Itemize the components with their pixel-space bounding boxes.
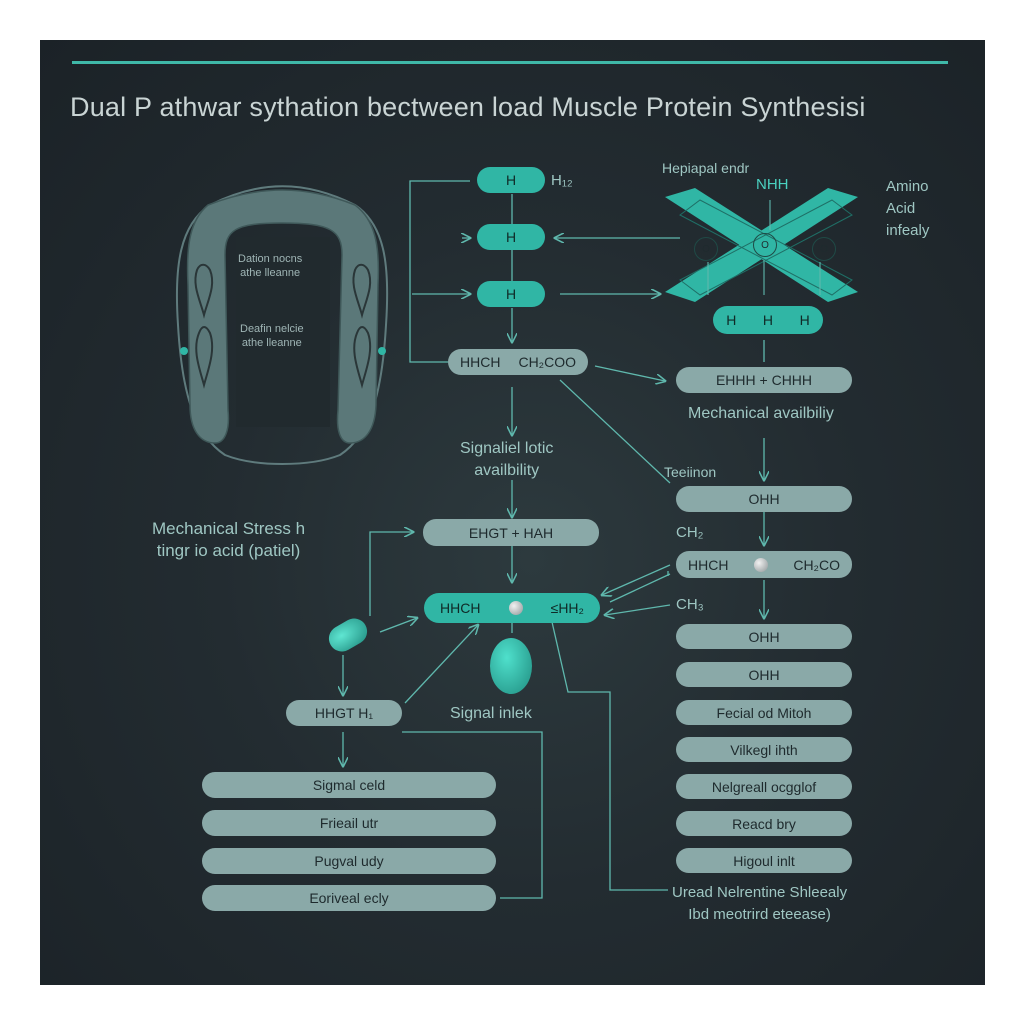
right-item-5: Nelgreall ocgglof [676,774,852,799]
amino-o-center: O [753,233,777,257]
node-hhch-top-left: HHCH [460,354,501,370]
right-item-6: Reacd bry [676,811,852,836]
right-item-2: OHH [676,662,852,687]
wire-ch-to-hhch [609,573,671,603]
wire-hhch-ohh [559,379,671,484]
wire-hhgt-hhch [404,625,478,704]
left-item-3: Pugval udy [202,848,496,874]
node-hhch-right-dot [753,557,768,572]
wire-hhch-right [602,564,671,595]
wire-right-back [605,604,671,615]
node-hhch-center-dot [508,601,523,615]
amino-nhh: NHH [756,176,789,193]
node-hhgt: HHGT H₁ [286,700,402,726]
node-h-3: H [477,281,545,307]
right-item-7: Higoul inlt [676,848,852,873]
wire-list-feedback [402,731,543,899]
label-ch3: CH₃ [676,596,704,613]
amino-o-left: O [694,237,718,261]
left-item-2: Frieail utr [202,810,496,836]
left-item-4: Eoriveal ecly [202,885,496,911]
node-hhch-top-right: CH₂COO [518,354,576,370]
node-hhch-top: HHCH CH₂COO [448,349,588,375]
node-ehgt: EHGT + HAH [423,519,599,546]
amino-label-left: Hepiapal endr [662,160,750,176]
node-h-1-side: H₁₂ [551,172,573,189]
wire-ladder-left [409,180,470,363]
label-teeiinon: Teeiinon [664,464,717,480]
node-hhch-right: HHCH CH₂CO [676,551,852,578]
wire-dot-hhch [379,618,417,633]
label-ch2: CH₂ [676,524,704,541]
label-signal-inlek: Signal inlek [450,705,532,722]
node-hhch-center: HHCH ≤HH₂ [424,593,600,623]
muscle-illustration [175,185,389,465]
left-item-1: Sigmal celd [202,772,496,798]
node-h-1: H [477,167,545,193]
node-h-2: H [477,224,545,250]
right-item-4: Vilkegl ihth [676,737,852,762]
amino-o-right: O [812,237,836,261]
diagram-panel: Dual P athwar sythation bectween load Mu… [40,40,985,985]
top-accent-line [72,61,948,64]
signal-blob [490,638,532,694]
right-item-3: Fecial od Mitoh [676,700,852,725]
label-mechanical-availability: Mechanical availbiliy [688,405,834,422]
wire-center-footer [551,621,668,891]
node-ehhh: EHHH + CHHH [676,367,852,393]
diagram-title: Dual P athwar sythation bectween load Mu… [70,92,866,122]
right-item-1: OHH [676,624,852,649]
wire-hhch-ehhh [594,365,665,381]
wire-left-ehgt [369,532,413,616]
node-ohh-1: OHH [676,486,852,512]
